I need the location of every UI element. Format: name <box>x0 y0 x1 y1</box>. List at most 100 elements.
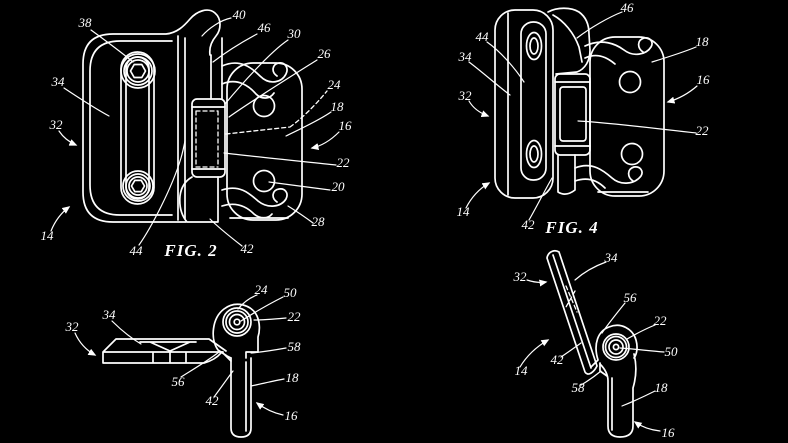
fig2-leader-arrow-16 <box>310 131 340 151</box>
fig4-bottom-hole-inner <box>529 145 539 163</box>
fig2-ref-40: 40 <box>233 7 247 22</box>
fig2-leader-arrow-14 <box>50 206 71 232</box>
fig2-top-screw-ring3 <box>126 59 150 83</box>
fig2-ref-38: 38 <box>78 15 93 30</box>
fig5-hidden-lines <box>565 285 578 313</box>
fig3-plate <box>102 338 227 364</box>
fig5-leader-lines <box>560 261 665 407</box>
fig3-ref-16: 16 <box>285 408 299 423</box>
fig2-screw-hex-sockets <box>129 63 147 193</box>
fig5-ref-56: 56 <box>624 290 638 305</box>
fig5-ref-16: 16 <box>662 425 676 440</box>
fig4-ref-34: 34 <box>458 49 473 64</box>
fig2-ref-44: 44 <box>130 243 144 258</box>
fig3-ref-24: 24 <box>255 282 269 297</box>
fig2-top-screw-ring1 <box>120 53 156 89</box>
fig2-ref-22: 22 <box>337 155 351 170</box>
fig4-ref-46: 46 <box>621 0 635 15</box>
fig2-leader-lines <box>63 17 337 247</box>
fig3-ref-34: 34 <box>102 307 117 322</box>
fig3-pivot-ring2 <box>225 310 249 334</box>
fig4-ref-14: 14 <box>457 204 471 219</box>
fig2-knuckle-column <box>178 37 226 223</box>
fig2-ref-28: 28 <box>312 214 326 229</box>
fig4-plate-slot <box>520 21 547 181</box>
fig2-barrel <box>191 98 226 178</box>
fig2-bottom-screw-ring2 <box>125 173 151 199</box>
fig4-plate-outline <box>494 9 554 199</box>
fig3-leader-arrow-16 <box>255 402 284 416</box>
fig3-ref-58: 58 <box>288 339 302 354</box>
fig4-ref-32: 32 <box>458 88 473 103</box>
fig4-bracket-bottom-hole <box>620 142 644 166</box>
fig2-plate-outline <box>82 9 221 223</box>
fig2-slot-outer <box>120 51 155 205</box>
fig3-pivot-center <box>233 318 241 326</box>
fig2-leader-arrow-32 <box>58 130 78 146</box>
fig5-ref-42: 42 <box>551 352 565 367</box>
fig2-ref-30: 30 <box>287 26 302 41</box>
figure-2-caption: FIG. 2 <box>163 241 217 260</box>
fig5-ref-22: 22 <box>654 313 668 328</box>
fig4-leader-arrow-32 <box>468 100 490 117</box>
fig4-ref-16: 16 <box>697 72 711 87</box>
fig5-pivot-ring2 <box>604 335 628 359</box>
fig2-ref-20: 20 <box>332 179 346 194</box>
fig3-ref-32: 32 <box>65 319 80 334</box>
fig4-barrel-bands-tail <box>554 81 591 195</box>
fig3-ref-22: 22 <box>288 309 302 324</box>
fig2-ref-26: 26 <box>318 46 332 61</box>
fig5-pivot-ring1 <box>602 333 630 361</box>
figure-4-drawing: 46 44 34 32 14 42 18 16 22 FIG. 4 <box>457 0 711 237</box>
fig4-leader-arrow-14 <box>465 182 491 209</box>
fig2-ref-32: 32 <box>49 117 64 132</box>
fig4-ref-18: 18 <box>696 34 710 49</box>
figure-bottom-left-drawing: 24 50 22 58 18 16 34 32 56 42 <box>65 282 302 438</box>
fig4-ref-42: 42 <box>522 217 536 232</box>
fig5-pivot-ring3 <box>608 339 624 355</box>
fig2-ref-42: 42 <box>241 241 255 256</box>
fig3-ref-50: 50 <box>284 285 298 300</box>
fig4-ref-44: 44 <box>476 29 490 44</box>
fig5-leg <box>599 353 637 438</box>
fig4-top-hole-outer <box>525 31 543 61</box>
fig2-spring-arms <box>221 62 289 219</box>
fig4-bottom-hole-outer <box>525 139 543 169</box>
fig3-leader-arrow-32 <box>74 332 97 356</box>
fig4-barrel-inner <box>559 86 587 142</box>
fig4-bracket-top-hole <box>618 70 642 94</box>
fig4-bracket-outline <box>589 36 665 197</box>
fig5-tilted-plate <box>546 249 598 375</box>
fig2-ref-18: 18 <box>331 99 345 114</box>
fig2-ref-14: 14 <box>41 228 55 243</box>
fig5-ref-50: 50 <box>665 344 679 359</box>
figure-bottom-right-drawing: 34 32 56 22 50 42 14 58 18 16 <box>513 249 679 440</box>
fig5-leader-arrow-14 <box>519 339 550 368</box>
figure-2-drawing: 38 40 46 30 26 24 18 16 22 20 28 42 44 3… <box>41 7 353 260</box>
fig3-leader-lines <box>111 294 287 398</box>
fig3-pivot-ring3 <box>228 313 246 331</box>
fig2-bottom-screw-ring1 <box>122 170 154 202</box>
fig3-ref-18: 18 <box>286 370 300 385</box>
fig2-top-screw-ring2 <box>123 56 153 86</box>
fig3-pivot-ring1 <box>222 307 252 337</box>
fig3-ref-42: 42 <box>206 393 220 408</box>
fig5-ref-58: 58 <box>572 380 586 395</box>
fig3-knuckle-housing <box>212 303 261 362</box>
fig2-hidden-lines <box>195 90 328 168</box>
fig5-ref-32: 32 <box>513 269 528 284</box>
fig4-leaf-flap <box>547 7 591 75</box>
fig2-bottom-screw-ring3 <box>128 176 148 196</box>
fig4-spring-arms <box>574 37 653 193</box>
fig2-bracket-bottom-hole <box>252 169 276 193</box>
fig2-ref-16: 16 <box>339 118 353 133</box>
fig5-ref-18: 18 <box>655 380 669 395</box>
fig5-ref-34: 34 <box>604 250 619 265</box>
fig4-top-hole-inner <box>529 37 539 55</box>
fig3-leg <box>230 357 252 438</box>
fig2-bracket-top-hole <box>252 94 276 118</box>
figure-4-caption: FIG. 4 <box>544 218 598 237</box>
fig2-ref-24: 24 <box>328 77 342 92</box>
